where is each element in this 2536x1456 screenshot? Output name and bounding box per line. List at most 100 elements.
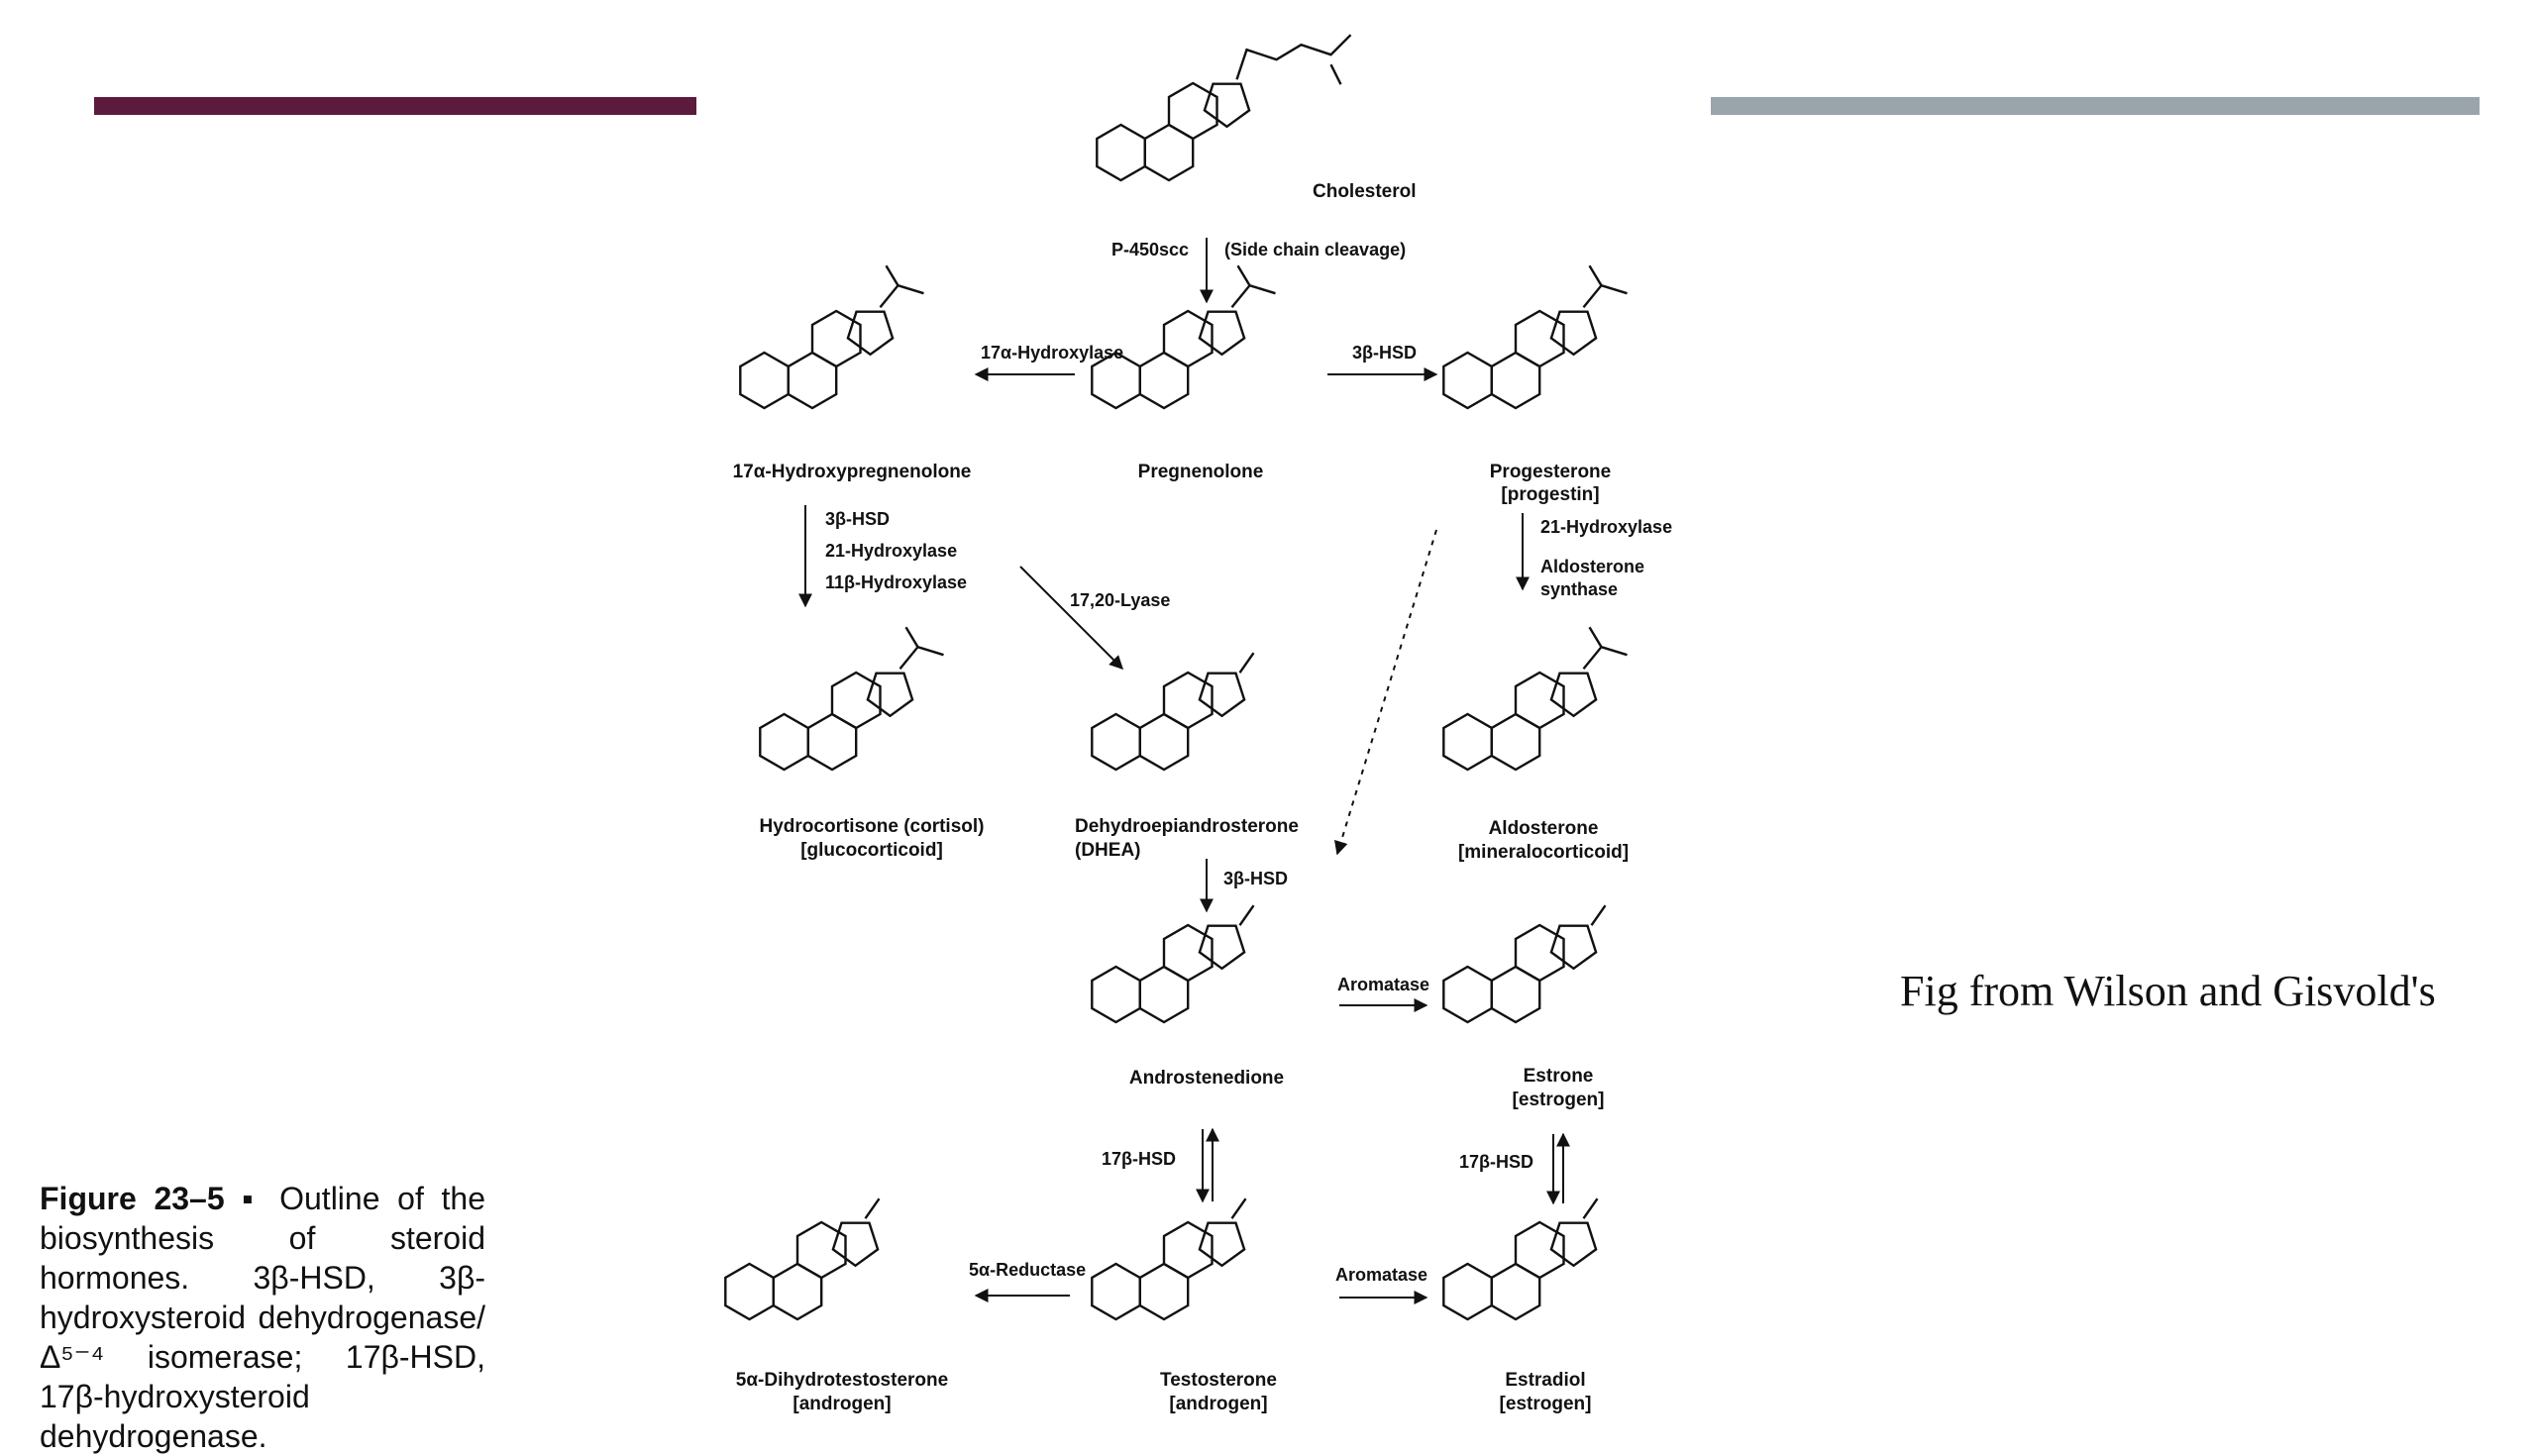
- keto-group: [1238, 652, 1255, 674]
- label-aldosterone: Aldosterone: [1489, 818, 1599, 839]
- ring-b: [1490, 712, 1541, 772]
- label-androstenedione: Androstenedione: [1129, 1068, 1284, 1089]
- label-estrone: Estrone: [1524, 1066, 1594, 1087]
- label-aldosterone-class: [mineralocorticoid]: [1458, 842, 1629, 863]
- ring-d: [866, 672, 914, 718]
- ring-a: [724, 1262, 775, 1321]
- ring-a: [1442, 712, 1494, 772]
- ring-a: [1442, 351, 1494, 410]
- steroid-structures: [724, 34, 1628, 1321]
- ring-a: [1442, 1262, 1494, 1321]
- enzyme-21-hydroxylase-right: 21-Hydroxylase: [1540, 517, 1672, 537]
- caption-text: Outline of the biosynthesis of steroid h…: [40, 1181, 486, 1454]
- ring-b: [772, 1262, 823, 1321]
- ring-c: [1514, 309, 1565, 368]
- enzyme-3b-hsd-left: 3β-HSD: [825, 509, 890, 529]
- enzyme-side-chain: (Side chain cleavage): [1224, 240, 1406, 260]
- enzyme-aromatase-bottom: Aromatase: [1335, 1265, 1427, 1285]
- ring-c: [810, 309, 862, 368]
- label-testosterone-class: [androgen]: [1169, 1394, 1267, 1414]
- caption-bullet: ▪: [242, 1181, 263, 1216]
- ring-b: [1138, 351, 1190, 410]
- hydroxyl-group: [864, 1197, 881, 1219]
- ring-c: [1514, 671, 1565, 730]
- ring-c: [1167, 81, 1218, 141]
- ring-a: [1091, 712, 1142, 772]
- label-cholesterol: Cholesterol: [1313, 181, 1417, 202]
- label-hydroxypregnenolone: 17α-Hydroxypregnenolone: [733, 462, 972, 482]
- structure-cholesterol: [1096, 34, 1352, 182]
- structure-dht: [724, 1197, 881, 1321]
- ring-c: [1162, 671, 1214, 730]
- ring-d: [1198, 924, 1246, 971]
- ring-a: [1442, 965, 1494, 1024]
- ring-c: [1162, 309, 1214, 368]
- structure-androstenedione: [1091, 904, 1255, 1024]
- ring-c: [830, 671, 882, 730]
- structure-hydroxypregnenolone: [739, 264, 924, 410]
- label-cortisol-class: [glucocorticoid]: [800, 840, 943, 861]
- label-cortisol: Hydrocortisone (cortisol): [760, 816, 985, 837]
- ring-d: [1198, 1221, 1246, 1268]
- structure-estrone: [1442, 904, 1607, 1024]
- acetyl-group: [1582, 264, 1628, 308]
- figure-caption: Figure 23–5 ▪ Outline of the biosynthesi…: [40, 1179, 485, 1456]
- structure-progesterone: [1442, 264, 1628, 410]
- ring-b: [1490, 351, 1541, 410]
- enzyme-5a-reductase: 5α-Reductase: [969, 1260, 1086, 1280]
- source-note: Fig from Wilson and Gisvold's: [1900, 967, 2436, 1015]
- ring-d: [1549, 672, 1598, 718]
- keto-group: [1590, 904, 1607, 926]
- hydroxyl-group: [1230, 1197, 1247, 1219]
- enzyme-aldosterone-synthase-2: synthase: [1540, 579, 1618, 599]
- enzyme-17-20-lyase: 17,20-Lyase: [1070, 590, 1170, 610]
- steroid-biosynthesis-diagram: Cholesterol Pregnenolone 17α-Hydroxypreg…: [724, 34, 1672, 1414]
- structure-estradiol: [1442, 1197, 1599, 1321]
- ring-c: [1514, 923, 1565, 983]
- acetyl-group: [879, 264, 924, 308]
- ring-b: [1138, 965, 1190, 1024]
- ring-a: [1091, 965, 1142, 1024]
- enzyme-p450scc: P-450scc: [1111, 240, 1189, 260]
- ring-d: [1198, 310, 1246, 357]
- ring-a: [739, 351, 790, 410]
- label-progesterone-class: [progestin]: [1501, 484, 1599, 505]
- ring-b: [1143, 123, 1195, 182]
- compound-labels: Cholesterol Pregnenolone 17α-Hydroxypreg…: [733, 181, 1629, 1414]
- ring-a: [1091, 1262, 1142, 1321]
- label-progesterone: Progesterone: [1490, 462, 1611, 482]
- label-dht-class: [androgen]: [792, 1394, 891, 1414]
- reaction-arrows: [798, 238, 1570, 1304]
- keto-group: [1238, 904, 1255, 926]
- ring-c: [1162, 1220, 1214, 1280]
- label-estradiol-class: [estrogen]: [1500, 1394, 1592, 1414]
- ring-b: [1138, 712, 1190, 772]
- ring-c: [1514, 1220, 1565, 1280]
- label-dhea-abbr: (DHEA): [1075, 840, 1141, 861]
- acetyl-group: [898, 626, 944, 670]
- ring-b: [1490, 965, 1541, 1024]
- ring-d: [1198, 672, 1246, 718]
- enzyme-17b-hsd-left: 17β-HSD: [1102, 1149, 1176, 1169]
- ring-a: [1096, 123, 1147, 182]
- label-testosterone: Testosterone: [1160, 1370, 1277, 1391]
- ring-d: [831, 1221, 880, 1268]
- label-estradiol: Estradiol: [1505, 1370, 1585, 1391]
- ring-b: [1138, 1262, 1190, 1321]
- arrow-progesterone-to-androstenedione: [1333, 529, 1437, 856]
- enzyme-labels: P-450scc (Side chain cleavage) 17α-Hydro…: [825, 240, 1672, 1285]
- enzyme-21-hydroxylase-left: 21-Hydroxylase: [825, 541, 957, 561]
- ring-c: [1162, 923, 1214, 983]
- ring-d: [846, 310, 895, 357]
- ring-d: [1549, 310, 1598, 357]
- hydroxyl-group: [1582, 1197, 1599, 1219]
- label-estrone-class: [estrogen]: [1513, 1090, 1605, 1110]
- ring-b: [1490, 1262, 1541, 1321]
- left-accent-bar: [94, 97, 696, 115]
- ring-b: [806, 712, 858, 772]
- ring-d: [1203, 82, 1251, 129]
- enzyme-17a-hydroxylase: 17α-Hydroxylase: [981, 343, 1123, 363]
- structure-dhea: [1091, 652, 1255, 772]
- enzyme-3b-hsd-top: 3β-HSD: [1352, 343, 1417, 363]
- acetyl-group: [1582, 626, 1628, 670]
